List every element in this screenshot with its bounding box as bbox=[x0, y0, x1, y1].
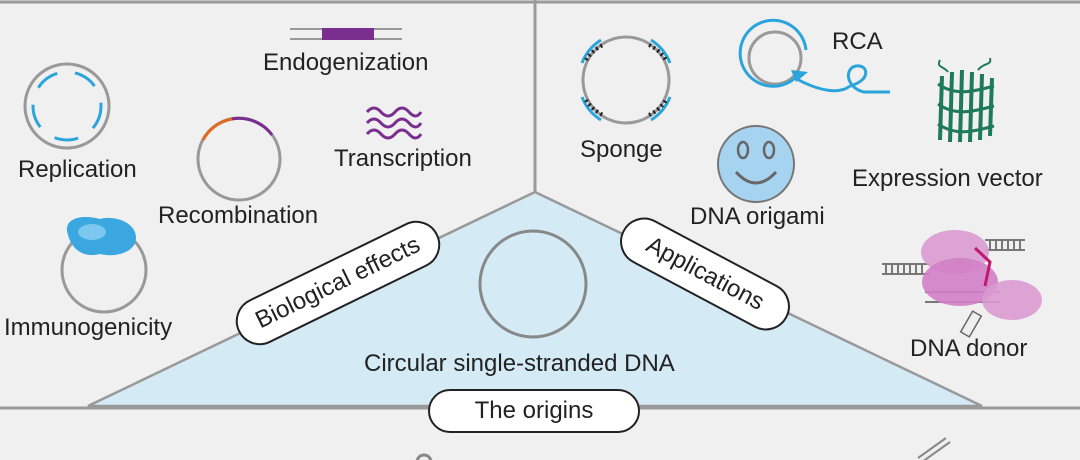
endogenization-icon bbox=[290, 28, 402, 40]
replication-icon bbox=[23, 62, 111, 150]
rca-label: RCA bbox=[832, 28, 883, 55]
center-label: Circular single-stranded DNA bbox=[364, 350, 675, 377]
transcription-icon bbox=[365, 106, 423, 140]
replication-label: Replication bbox=[18, 156, 137, 183]
sponge-label: Sponge bbox=[580, 136, 663, 163]
dna-origami-icon bbox=[717, 125, 795, 203]
expression-vector-label: Expression vector bbox=[852, 165, 1043, 192]
transcription-label: Transcription bbox=[334, 145, 472, 172]
recombination-label: Recombination bbox=[158, 202, 319, 229]
partial-ring-icon bbox=[415, 453, 433, 460]
immunogenicity-label: Immunogenicity bbox=[4, 314, 173, 341]
endogenization-label: Endogenization bbox=[263, 49, 429, 76]
expression-vector-icon bbox=[937, 57, 995, 143]
center-ssdna-ring bbox=[478, 229, 588, 339]
sponge-icon bbox=[580, 35, 672, 125]
recombination-icon bbox=[196, 116, 282, 202]
immunogenicity-icon bbox=[60, 216, 148, 314]
partial-bottom-right-icon bbox=[917, 437, 951, 460]
rca-icon bbox=[738, 18, 890, 94]
the-origins-badge: The origins bbox=[428, 389, 640, 433]
dna-origami-label: DNA origami bbox=[690, 203, 825, 230]
dna-donor-icon bbox=[882, 230, 1042, 338]
dna-donor-label: DNA donor bbox=[910, 335, 1028, 362]
